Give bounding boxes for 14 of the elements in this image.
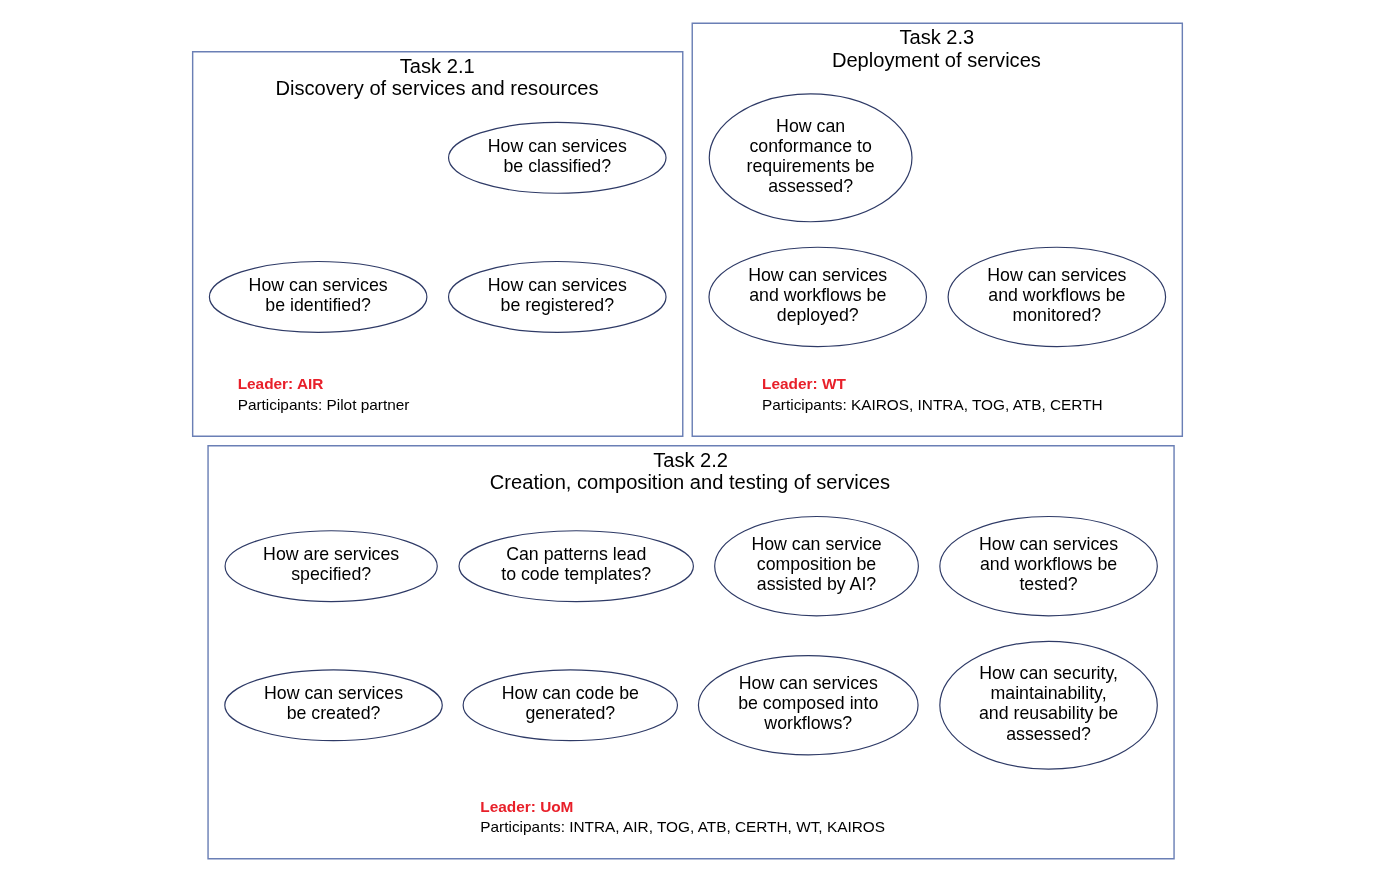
node-ellipse: How can services be identified? <box>208 260 427 333</box>
node-ellipse: How can services be registered? <box>447 260 667 333</box>
node-ellipse: How can service composition be assisted by AI? <box>713 515 919 616</box>
node-ellipse: How are services specified? <box>224 529 438 602</box>
node-ellipse: How can services and workflows be deployed? <box>707 246 927 347</box>
node-ellipse: Can patterns lead to code templates? <box>457 529 694 602</box>
node-ellipse: How can services and workflows be monitored? <box>947 246 1166 347</box>
node-ellipse: How can services be composed into workflows? <box>697 654 919 755</box>
node-ellipse: How can services be created? <box>223 668 443 741</box>
node-ellipse: How can security, maintainability, and reusability be assessed? <box>938 640 1158 770</box>
node-ellipse: How can services and workflows be tested? <box>938 515 1158 616</box>
node-ellipse: How can conformance to requirements be assessed? <box>708 92 913 222</box>
node-ellipse: How can code be generated? <box>462 668 678 741</box>
node-ellipse: How can services be classified? <box>447 121 667 194</box>
